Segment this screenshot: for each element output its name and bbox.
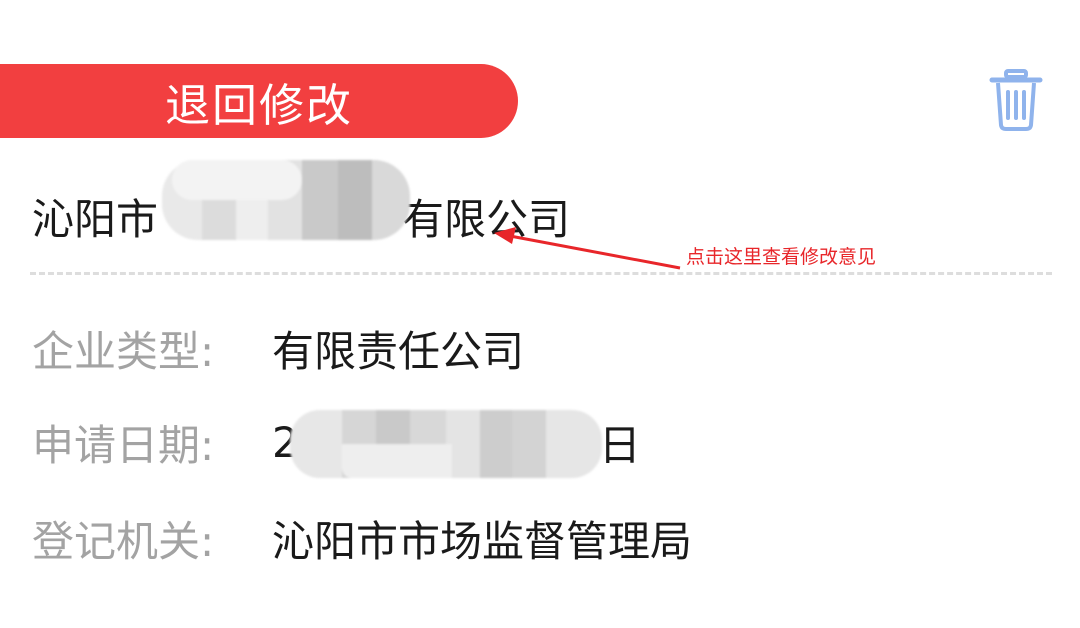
enterprise-type-value: 有限责任公司	[272, 326, 525, 376]
status-badge: 退回修改	[0, 64, 518, 138]
registration-authority-value: 沁阳市市场监督管理局	[272, 516, 693, 566]
status-label: 退回修改	[164, 78, 353, 132]
redacted-company-blur	[162, 160, 410, 240]
enterprise-type-label: 企业类型:	[32, 326, 215, 376]
application-date-label: 申请日期:	[32, 420, 215, 470]
company-name-suffix: 有限公司	[402, 194, 571, 244]
trash-icon[interactable]	[988, 68, 1044, 132]
annotation-text: 点击这里查看修改意见	[686, 246, 877, 268]
dashed-divider	[30, 272, 1052, 275]
redacted-date-blur	[290, 410, 602, 478]
company-name-prefix: 沁阳市	[32, 194, 159, 244]
registration-authority-row: 登记机关: 沁阳市市场监督管理局	[32, 508, 692, 568]
application-date-end: 日	[598, 420, 641, 470]
registration-authority-label: 登记机关:	[32, 516, 215, 566]
enterprise-type-row: 企业类型: 有限责任公司	[32, 318, 524, 378]
